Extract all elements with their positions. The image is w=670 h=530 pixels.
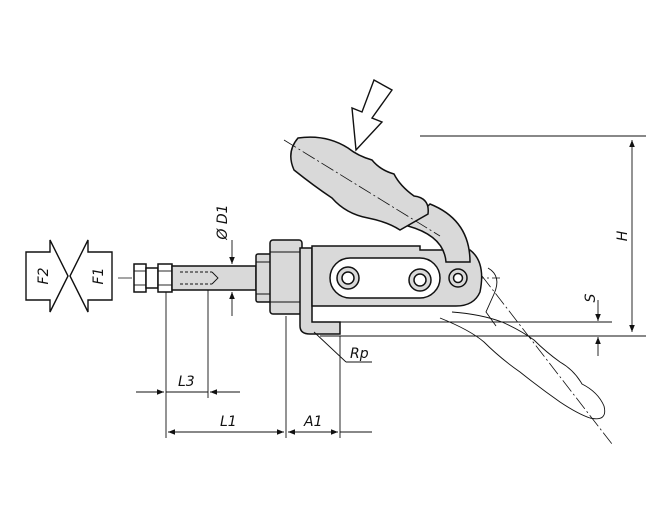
dim-d1: Ø D1 (215, 204, 235, 316)
force-arrow-f1: F1 (69, 239, 113, 313)
clamp-body (311, 245, 483, 307)
handle-lever (283, 136, 471, 263)
dim-a1: A1 (288, 414, 372, 435)
label-a1: A1 (303, 414, 322, 430)
force-arrow-f2: F2 (25, 239, 69, 313)
label-l1: L1 (220, 414, 237, 430)
label-l3: L3 (178, 374, 195, 390)
dim-rp: Rp (313, 331, 372, 363)
plunger (133, 263, 257, 293)
dim-s: S (340, 293, 612, 356)
dim-l1: L1 (168, 414, 284, 435)
label-h: H (615, 230, 631, 241)
extension-lines (165, 290, 341, 438)
label-s: S (583, 293, 599, 302)
dim-h: H (320, 135, 646, 337)
label-f1: F1 (91, 268, 107, 285)
label-rp: Rp (350, 346, 369, 362)
mounting-bracket (299, 247, 341, 335)
dim-l3: L3 (136, 374, 240, 395)
handle-phantom (439, 267, 613, 445)
push-arrow (351, 78, 394, 152)
label-f2: F2 (36, 267, 52, 284)
label-d1: Ø D1 (215, 204, 231, 240)
